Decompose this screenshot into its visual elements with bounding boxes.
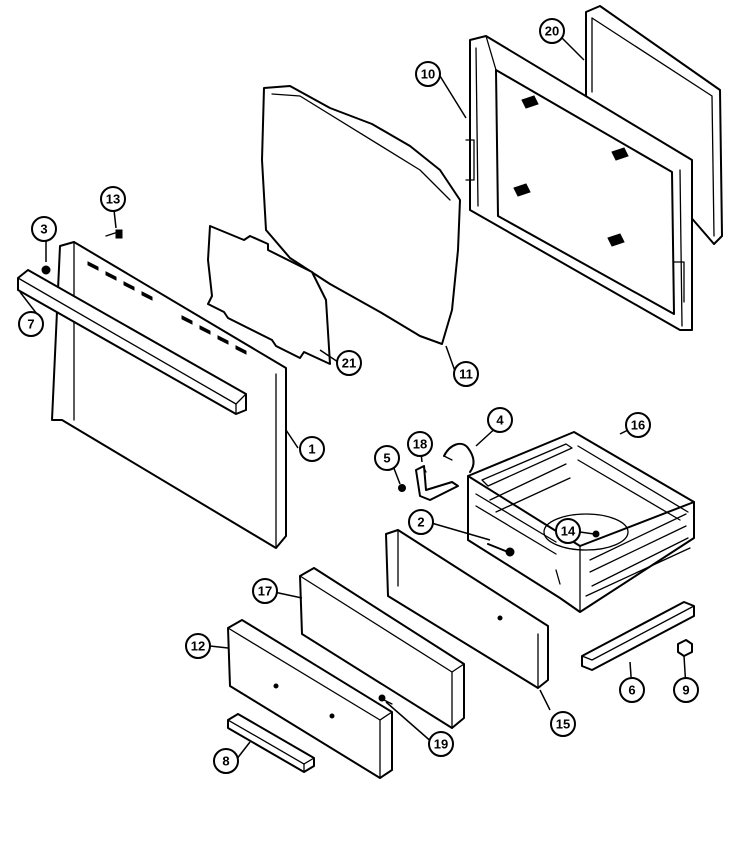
drawer-front-screw <box>378 694 393 705</box>
callout-17-label: 17 <box>258 584 272 599</box>
callout-7: 7 <box>18 311 44 337</box>
callout-15: 15 <box>550 711 576 737</box>
rail-clip <box>677 639 693 657</box>
callout-11: 11 <box>453 361 479 387</box>
callout-21-label: 21 <box>342 356 356 371</box>
callout-14-label: 14 <box>561 524 576 539</box>
callout-10: 10 <box>415 61 441 87</box>
drawer-body <box>467 431 695 613</box>
callout-3: 3 <box>31 216 57 242</box>
drawer-outer-front <box>227 619 393 779</box>
bracket-nut <box>398 484 406 492</box>
door-baffle <box>207 225 331 365</box>
callout-18: 18 <box>407 431 433 457</box>
drawer-bracket <box>415 465 459 501</box>
callout-9: 9 <box>673 677 699 703</box>
callout-8-label: 8 <box>222 754 229 769</box>
handle-screw <box>105 229 123 239</box>
callout-19: 19 <box>428 731 454 757</box>
callout-16-label: 16 <box>631 418 645 433</box>
inner-door-frame <box>465 35 693 331</box>
callout-12-label: 12 <box>191 639 205 654</box>
callout-18-label: 18 <box>413 437 427 452</box>
drawer-insulation-block <box>299 567 465 729</box>
drawer-roller <box>487 543 515 557</box>
callout-19-label: 19 <box>434 737 448 752</box>
callout-6: 6 <box>619 677 645 703</box>
callout-17: 17 <box>252 578 278 604</box>
callout-13-label: 13 <box>106 192 120 207</box>
drawer-slide-rail <box>581 601 695 671</box>
callout-13: 13 <box>100 186 126 212</box>
callout-12: 12 <box>185 633 211 659</box>
leader-lines <box>19 31 687 761</box>
callout-2: 2 <box>408 509 434 535</box>
callout-16: 16 <box>625 412 651 438</box>
callout-14: 14 <box>555 518 581 544</box>
callout-6-label: 6 <box>628 683 635 698</box>
callout-5-label: 5 <box>383 451 390 466</box>
door-insulation <box>261 85 461 345</box>
callout-1-label: 1 <box>308 442 315 457</box>
callout-15-label: 15 <box>556 717 570 732</box>
callout-10-label: 10 <box>421 67 435 82</box>
callout-8: 8 <box>213 748 239 774</box>
callout-9-label: 9 <box>682 683 689 698</box>
callout-3-label: 3 <box>40 222 47 237</box>
door-handle <box>17 269 247 415</box>
callout-21: 21 <box>336 350 362 376</box>
callout-4: 4 <box>487 407 513 433</box>
callout-20: 20 <box>539 18 565 44</box>
callout-2-label: 2 <box>417 515 424 530</box>
wire-clip <box>443 442 475 473</box>
callout-11-label: 11 <box>459 367 473 382</box>
callout-20-label: 20 <box>545 24 559 39</box>
handle-washer <box>41 265 51 275</box>
drawer-handle-trim <box>227 713 315 773</box>
drawer-front-panel <box>385 529 549 689</box>
callout-5: 5 <box>374 445 400 471</box>
callout-4-label: 4 <box>496 413 504 428</box>
callout-7-label: 7 <box>27 317 34 332</box>
callout-1: 1 <box>299 436 325 462</box>
